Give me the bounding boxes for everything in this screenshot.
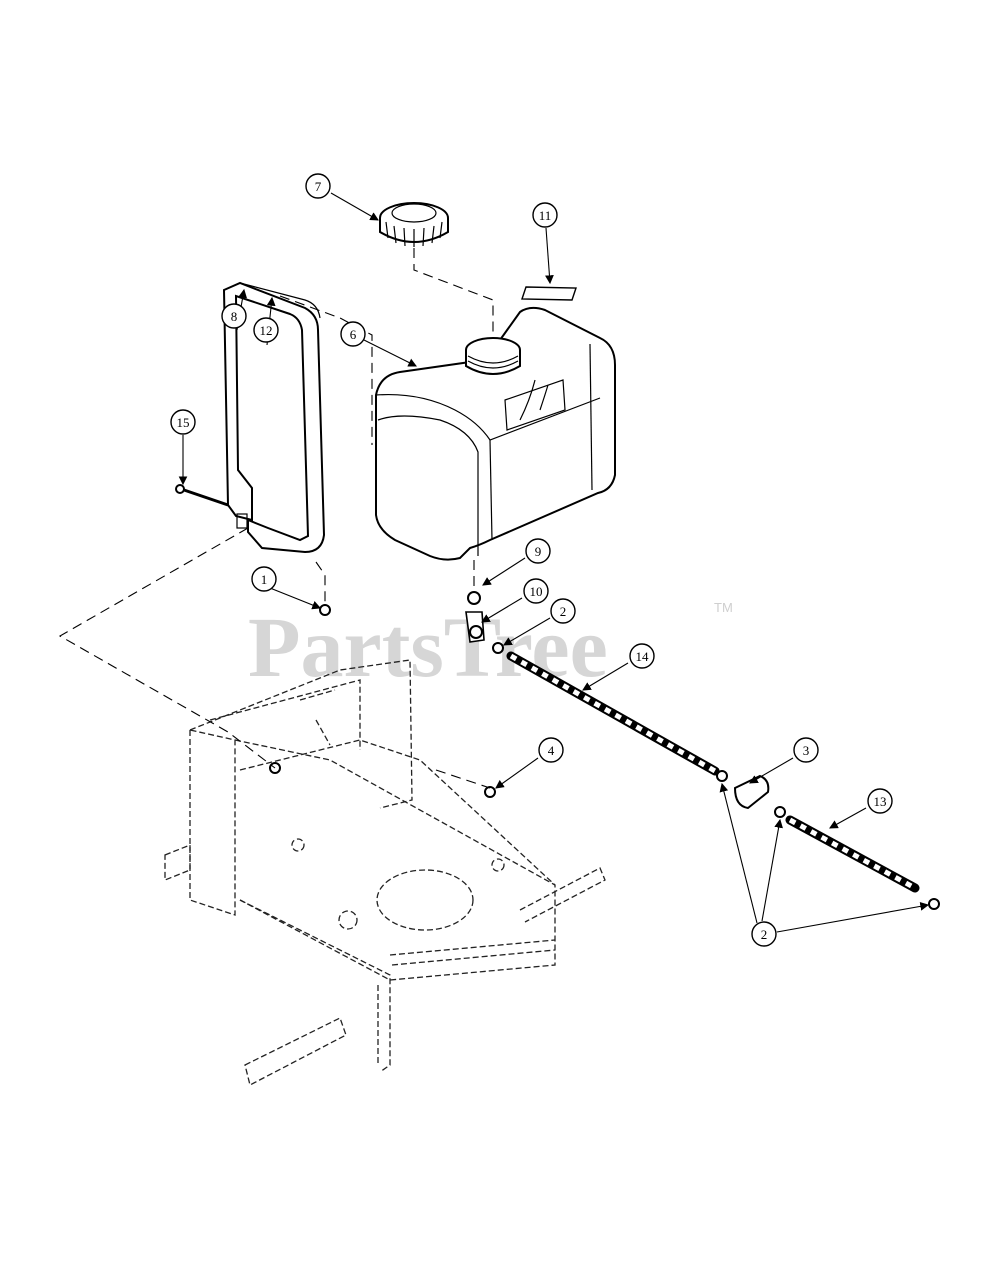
callout-11: 11 [532,202,558,228]
callout-3: 3 [793,737,819,763]
callout-9: 9 [525,538,551,564]
callout-15: 15 [170,409,196,435]
callout-12: 12 [253,317,279,343]
callout-13: 13 [867,788,893,814]
svg-text:14: 14 [636,649,650,664]
svg-text:9: 9 [535,544,542,559]
watermark-tm: TM [714,600,733,615]
svg-text:4: 4 [548,743,555,758]
svg-text:11: 11 [539,208,552,223]
callout-10: 10 [523,578,549,604]
fuel-filter [733,774,770,810]
fuel-hose-13 [785,815,920,893]
callout-14: 14 [629,643,655,669]
callout-1: 1 [251,566,277,592]
svg-text:10: 10 [530,584,543,599]
svg-text:12: 12 [260,323,273,338]
callout-6: 6 [340,321,366,347]
tank-strap [222,281,326,554]
hardware [269,591,940,910]
callout-7: 7 [305,173,331,199]
svg-text:2: 2 [560,604,567,619]
callout-2-upper: 2 [550,598,576,624]
svg-text:15: 15 [177,415,190,430]
fuel-tank [375,306,616,561]
bolt [175,484,229,507]
svg-text:3: 3 [803,743,810,758]
fuel-cap [379,202,449,247]
callout-2-lower: 2 [751,921,777,947]
svg-text:7: 7 [315,179,322,194]
callout-8: 8 [221,303,247,329]
decal [521,286,577,301]
mower-frame [164,659,606,1086]
fuel-hose-14 [506,651,720,776]
svg-text:1: 1 [261,572,268,587]
svg-text:2: 2 [761,927,768,942]
callout-4: 4 [538,737,564,763]
svg-text:6: 6 [350,327,357,342]
svg-text:8: 8 [231,309,238,324]
svg-text:13: 13 [874,794,887,809]
leader-lines [178,192,930,933]
